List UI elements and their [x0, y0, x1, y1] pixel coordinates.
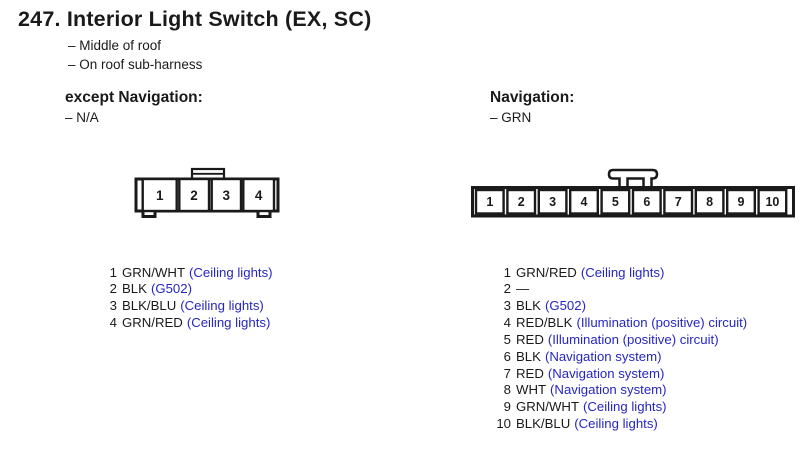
wire-color: GRN/RED [122, 315, 183, 331]
circuit-label: (Ceiling lights) [180, 298, 264, 314]
pin-row: 2 BLK(G502) [100, 281, 273, 298]
circuit-label: (Navigation system) [547, 365, 665, 381]
connector-diagram-10pin: 1 2 3 4 5 6 7 8 9 10 [471, 168, 795, 218]
pin-row: 4 RED/BLK(Illumination (positive) circuit… [488, 315, 748, 332]
circuit-label: (Ceiling lights) [583, 399, 667, 415]
connector-cavity [726, 188, 757, 215]
connector-cavity [537, 188, 568, 215]
circuit-label: (Illumination (positive) circuit) [547, 331, 719, 347]
wire-color: BLK [122, 281, 147, 297]
wire-color: WHT [516, 382, 547, 398]
wire-color: BLK/BLU [516, 416, 571, 432]
circuit-label: (Ceiling lights) [189, 264, 273, 280]
pin-row: 9 GRN/WHT(Ceiling lights) [488, 399, 747, 416]
location-note: – Middle of roof [68, 38, 162, 53]
connector-cavity [757, 188, 788, 215]
circuit-label: (Illumination (positive) circuit) [576, 315, 748, 331]
pin-row: 1 GRN/WHT(Ceiling lights) [100, 265, 273, 282]
cavity-number: 4 [255, 188, 263, 203]
pin-row: 7 RED(Navigation system) [488, 366, 747, 383]
section-note: – N/A [65, 110, 99, 125]
pin-number: 7 [503, 365, 511, 381]
wire-color: BLK [516, 298, 541, 314]
pin-row: 4 GRN/RED(Ceiling lights) [100, 315, 273, 332]
pin-number: 9 [503, 399, 511, 415]
page-title: 247. Interior Light Switch (EX, SC) [18, 7, 372, 31]
connector-cavity [568, 188, 599, 215]
pin-number: 4 [109, 315, 117, 331]
pin-row: 8 WHT(Navigation system) [488, 382, 747, 399]
pin-number: 5 [503, 331, 511, 347]
cavity-number: 7 [675, 195, 682, 209]
wire-color: RED [516, 331, 544, 347]
pin-row: 10 BLK/BLU(Ceiling lights) [488, 416, 747, 433]
circuit-label: (Ceiling lights) [574, 416, 658, 432]
wire-color: GRN/RED [516, 264, 577, 280]
pin-number: 10 [496, 416, 511, 432]
pin-number: 3 [503, 298, 511, 314]
cavity-number: 5 [612, 195, 619, 209]
pin-number: 1 [503, 264, 511, 280]
circuit-label: (Ceiling lights) [580, 264, 665, 280]
connector-diagram-4pin: 1 2 3 4 [134, 167, 280, 218]
cavity-number: 8 [706, 195, 713, 209]
wire-color: RED/BLK [516, 315, 573, 331]
pin-number: 1 [109, 264, 117, 280]
location-notes: – Middle of roof – On roof sub-harness [68, 36, 202, 74]
circuit-label: (Navigation system) [550, 382, 667, 398]
wire-color: GRN/WHT [516, 399, 579, 415]
cavity-number: 10 [765, 195, 779, 209]
connector-cavity [474, 188, 505, 215]
connector-cavity [631, 188, 662, 215]
circuit-label: (Ceiling lights) [186, 315, 271, 331]
pin-number: 6 [503, 348, 511, 364]
pin-number: 4 [503, 315, 511, 331]
cavity-number: 1 [156, 188, 164, 203]
wire-color: BLK/BLU [122, 298, 177, 314]
connector-latch [607, 168, 659, 190]
wire-color: — [516, 281, 530, 297]
pin-number: 2 [503, 281, 511, 297]
circuit-label: (G502) [544, 298, 586, 314]
wire-color: BLK [516, 348, 541, 364]
wire-color: GRN/WHT [122, 264, 185, 280]
cavity-number: 3 [549, 195, 556, 209]
section-heading-navigation: Navigation: [490, 89, 575, 106]
section-note: – GRN [490, 110, 532, 125]
connector-cavity [663, 188, 694, 215]
connector-cavity [141, 177, 178, 213]
connector-cavity [600, 188, 631, 215]
section-heading-except-navigation: except Navigation: [65, 89, 203, 106]
connector-cavity [694, 188, 725, 215]
circuit-label: (G502) [150, 281, 192, 297]
wire-color: RED [516, 365, 544, 381]
cavity-number: 2 [190, 188, 198, 203]
pin-row: 6 BLK(Navigation system) [488, 349, 747, 366]
cavity-number: 9 [738, 195, 745, 209]
pin-row: 1 GRN/RED(Ceiling lights) [488, 265, 747, 282]
connector-cavity [178, 177, 211, 213]
cavity-number: 4 [581, 195, 588, 209]
pin-number: 2 [109, 281, 117, 297]
pin-row: 2— [488, 281, 747, 298]
pin-row: 5 RED(Illumination (positive) circuit) [488, 332, 747, 349]
connector-cavity [242, 177, 276, 213]
pin-number: 8 [503, 382, 511, 398]
pin-number: 3 [109, 298, 117, 314]
cavity-number: 6 [643, 195, 650, 209]
location-note: – On roof sub-harness [68, 57, 203, 72]
pin-row: 3 BLK/BLU(Ceiling lights) [100, 298, 273, 315]
cavity-number: 3 [223, 188, 231, 203]
circuit-label: (Navigation system) [544, 348, 662, 364]
cavity-number: 2 [518, 195, 525, 209]
cavity-number: 1 [486, 195, 493, 209]
connector-cavity [210, 177, 243, 213]
pin-row: 3 BLK(G502) [488, 298, 747, 315]
connector-cavity [506, 188, 537, 215]
